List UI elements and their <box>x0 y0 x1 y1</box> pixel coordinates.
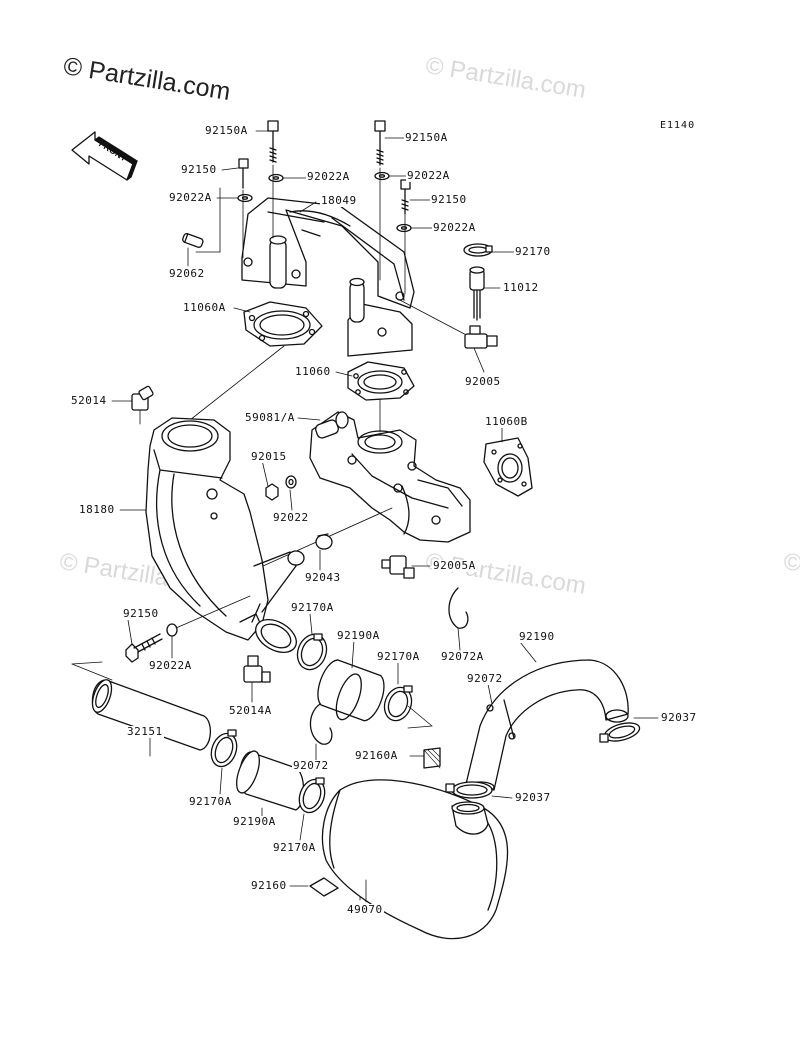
exhaust-manifold-18049 <box>241 197 415 357</box>
washer-92022a-lower <box>166 623 178 637</box>
elbow-fitting-52014a <box>243 655 271 683</box>
part-callout[interactable]: 92170A <box>376 650 421 663</box>
gasket-11060a <box>243 301 323 347</box>
part-callout[interactable]: 92072 <box>292 759 330 772</box>
gasket-11060b <box>483 437 533 497</box>
tee-fitting-92005a <box>381 555 415 579</box>
pad-92160 <box>309 877 339 897</box>
part-callout[interactable]: 92022A <box>432 221 477 234</box>
clamp-92170a-right <box>383 685 413 722</box>
part-callout[interactable]: 18049 <box>320 194 358 207</box>
part-callout[interactable]: 49070 <box>346 903 384 916</box>
gasket-11060 <box>347 361 415 401</box>
part-callout[interactable]: 52014A <box>228 704 273 717</box>
part-callout[interactable]: 92170A <box>272 841 317 854</box>
part-callout[interactable]: 92037 <box>660 711 698 724</box>
part-callout[interactable]: 92150 <box>180 163 218 176</box>
part-callout[interactable]: 92062 <box>168 267 206 280</box>
pipe-outlet-coupling <box>251 603 297 654</box>
part-callout[interactable]: 92072A <box>440 650 485 663</box>
washer-icon <box>396 223 412 233</box>
part-callout[interactable]: 92170A <box>188 795 233 808</box>
part-callout[interactable]: 11060B <box>484 415 529 428</box>
nut-92015 <box>265 483 279 501</box>
part-callout[interactable]: 11060A <box>182 301 227 314</box>
washer-icon <box>374 171 390 181</box>
exhaust-manifold-59081 <box>309 411 471 543</box>
hose-92190a-upper <box>317 659 385 722</box>
part-callout[interactable]: 92150A <box>404 131 449 144</box>
exhaust-pipe-18180 <box>145 417 297 641</box>
part-callout[interactable]: 11060 <box>294 365 332 378</box>
fitting-92062 <box>182 233 204 248</box>
part-callout[interactable]: 92150A <box>204 124 249 137</box>
spacer-92043 <box>287 533 333 566</box>
clamp-92170a-lower-left <box>210 729 238 768</box>
part-callout[interactable]: 92190A <box>232 815 277 828</box>
part-callout[interactable]: 92015 <box>250 450 288 463</box>
part-callout[interactable]: 92190 <box>518 630 556 643</box>
part-callout[interactable]: 92005A <box>432 559 477 572</box>
washer-icon <box>237 193 253 203</box>
part-callout[interactable]: 92022A <box>406 169 451 182</box>
clamp-92037-right <box>599 722 641 743</box>
part-callout[interactable]: 92160 <box>250 879 288 892</box>
part-callout[interactable]: 92022A <box>148 659 193 672</box>
part-callout[interactable]: 92170A <box>290 601 335 614</box>
part-callout[interactable]: 92022A <box>306 170 351 183</box>
part-callout[interactable]: 92043 <box>304 571 342 584</box>
front-arrow-icon: FRONT <box>71 131 138 181</box>
part-callout[interactable]: 92190A <box>336 629 381 642</box>
part-callout[interactable]: 92170 <box>514 245 552 258</box>
part-callout[interactable]: 18180 <box>78 503 116 516</box>
part-callout[interactable]: 92037 <box>514 791 552 804</box>
bolt-92150a-left <box>267 120 279 163</box>
part-callout[interactable]: 92150 <box>122 607 160 620</box>
hose-fitting-11012 <box>469 266 485 321</box>
bolt-92150a-right <box>374 120 386 166</box>
part-callout[interactable]: 11012 <box>502 281 540 294</box>
part-callout[interactable]: 32151 <box>126 725 164 738</box>
washer-icon <box>268 173 284 183</box>
washer-92022 <box>285 475 297 489</box>
part-callout[interactable]: 59081/A <box>244 411 296 424</box>
leader-lines-top <box>195 164 473 339</box>
part-callout[interactable]: 92022 <box>272 511 310 524</box>
tube-32151 <box>91 679 211 751</box>
clamp-92170a-upper <box>296 633 328 671</box>
clip-92072-mid <box>309 703 333 745</box>
part-callout[interactable]: 52014 <box>70 394 108 407</box>
part-callout[interactable]: 92072 <box>466 672 504 685</box>
clip-92072a <box>448 587 469 629</box>
leader-lines-bottom <box>71 661 433 901</box>
clamp-92170a-lower <box>298 777 326 814</box>
bolt-92150-right <box>400 179 411 215</box>
part-callout[interactable]: 92005 <box>464 375 502 388</box>
diagram-code: E1140 <box>660 120 696 131</box>
part-callout[interactable]: 92160A <box>354 749 399 762</box>
tee-fitting-92005 <box>464 325 498 349</box>
bolt-92150-left <box>238 158 249 189</box>
elbow-fitting-52014 <box>131 385 154 425</box>
label-leaders <box>111 130 659 903</box>
part-callout[interactable]: 92150 <box>430 193 468 206</box>
clamp-92037-lower <box>445 781 493 799</box>
hose-92190a-lower <box>236 750 305 811</box>
clamp-92170 <box>463 243 493 257</box>
part-callout[interactable]: 92022A <box>168 191 213 204</box>
muffler-49070 <box>321 779 509 940</box>
